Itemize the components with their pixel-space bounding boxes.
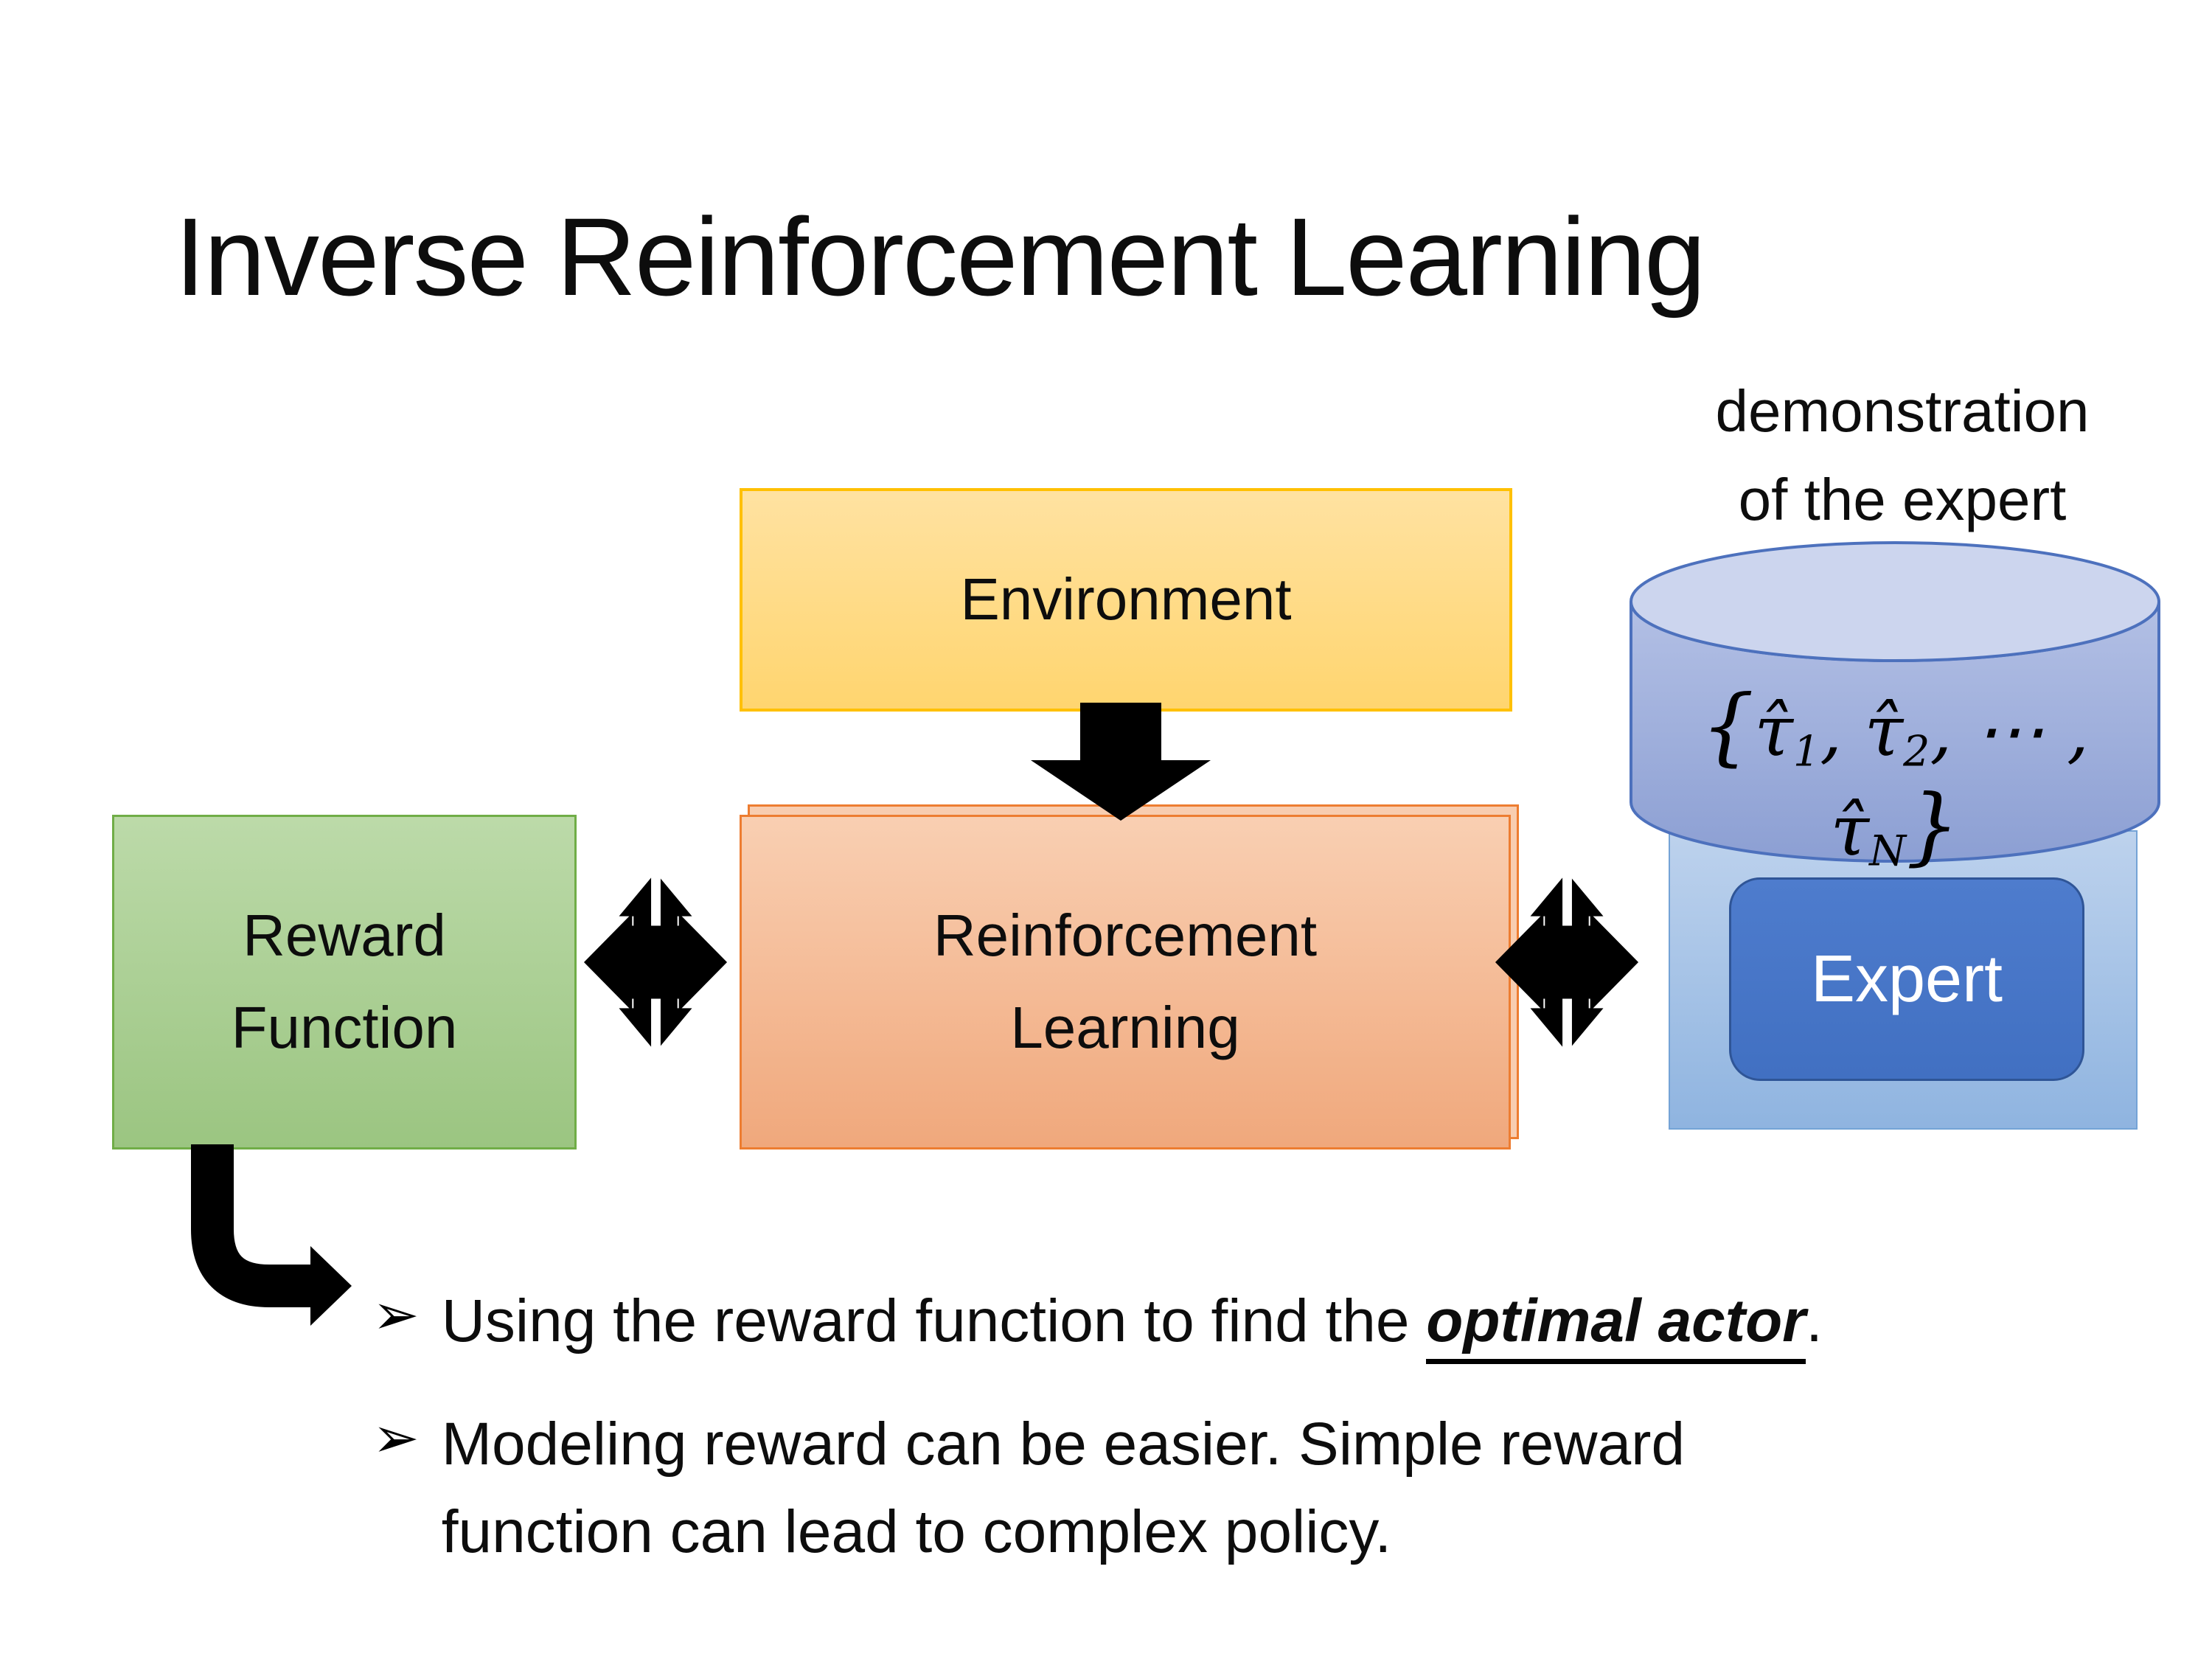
formula-sub2: 2 xyxy=(1903,727,1930,776)
formula-dots: , ⋯ , xyxy=(1930,691,2090,772)
reward-label-line2: Function xyxy=(231,995,458,1060)
formula-tauN: τ̂ xyxy=(1830,790,1870,872)
formula-subN: N xyxy=(1869,827,1906,876)
reinforcement-learning-box: Reinforcement Learning xyxy=(740,815,1511,1150)
elbow-arrow-icon xyxy=(191,1144,352,1326)
formula-open-brace: { xyxy=(1700,677,1755,775)
database-cylinder-icon xyxy=(1630,541,2160,863)
reward-function-box: Reward Function xyxy=(112,815,577,1150)
formula-tau2: τ̂ xyxy=(1864,691,1904,772)
bullet-1-emphasis: optimal actor xyxy=(1426,1287,1806,1364)
bullet-item-2: ➢ Modeling reward can be easier. Simple … xyxy=(372,1401,1806,1576)
double-arrow-icon-right xyxy=(1495,871,1639,1054)
reward-function-label: Reward Function xyxy=(114,817,574,1147)
formula-close-brace: } xyxy=(1905,776,1960,874)
formula-sub1: 1 xyxy=(1792,727,1820,776)
reward-label-line1: Reward xyxy=(243,902,446,969)
double-arrow-icon-left xyxy=(583,871,728,1054)
reinforcement-learning-label: Reinforcement Learning xyxy=(742,817,1509,1147)
bullet-1-text: Using the reward function to find the op… xyxy=(442,1278,1823,1366)
formula-tau1: τ̂ xyxy=(1754,691,1793,772)
bullet-2-text: Modeling reward can be easier. Simple re… xyxy=(441,1411,1686,1565)
rl-label-line1: Reinforcement xyxy=(933,902,1318,969)
page-title: Inverse Reinforcement Learning xyxy=(175,195,1705,319)
expert-label: Expert xyxy=(1810,942,2003,1016)
bullet-item-1: ➢ Using the reward function to find the … xyxy=(372,1278,1823,1366)
bullet-arrowhead-icon: ➢ xyxy=(372,1405,420,1470)
demonstration-label-line1: demonstration xyxy=(1715,378,2090,444)
down-arrow-icon xyxy=(1031,703,1211,821)
trajectory-set-formula: {τ̂1, τ̂2, ⋯ , τ̂N} xyxy=(1626,677,2164,875)
rl-label-line2: Learning xyxy=(1010,995,1240,1060)
bullet-1-period: . xyxy=(1806,1287,1823,1354)
bullet-1-pre: Using the reward function to find the xyxy=(441,1287,1427,1354)
expert-box: Expert xyxy=(1729,877,2084,1081)
formula-sep1: , xyxy=(1820,691,1865,772)
demonstration-label-line2: of the expert xyxy=(1738,467,2067,532)
demonstration-label: demonstration of the expert xyxy=(1578,367,2212,544)
environment-label: Environment xyxy=(960,566,1292,633)
bullet-arrowhead-icon: ➢ xyxy=(372,1281,420,1347)
environment-box: Environment xyxy=(740,488,1512,712)
